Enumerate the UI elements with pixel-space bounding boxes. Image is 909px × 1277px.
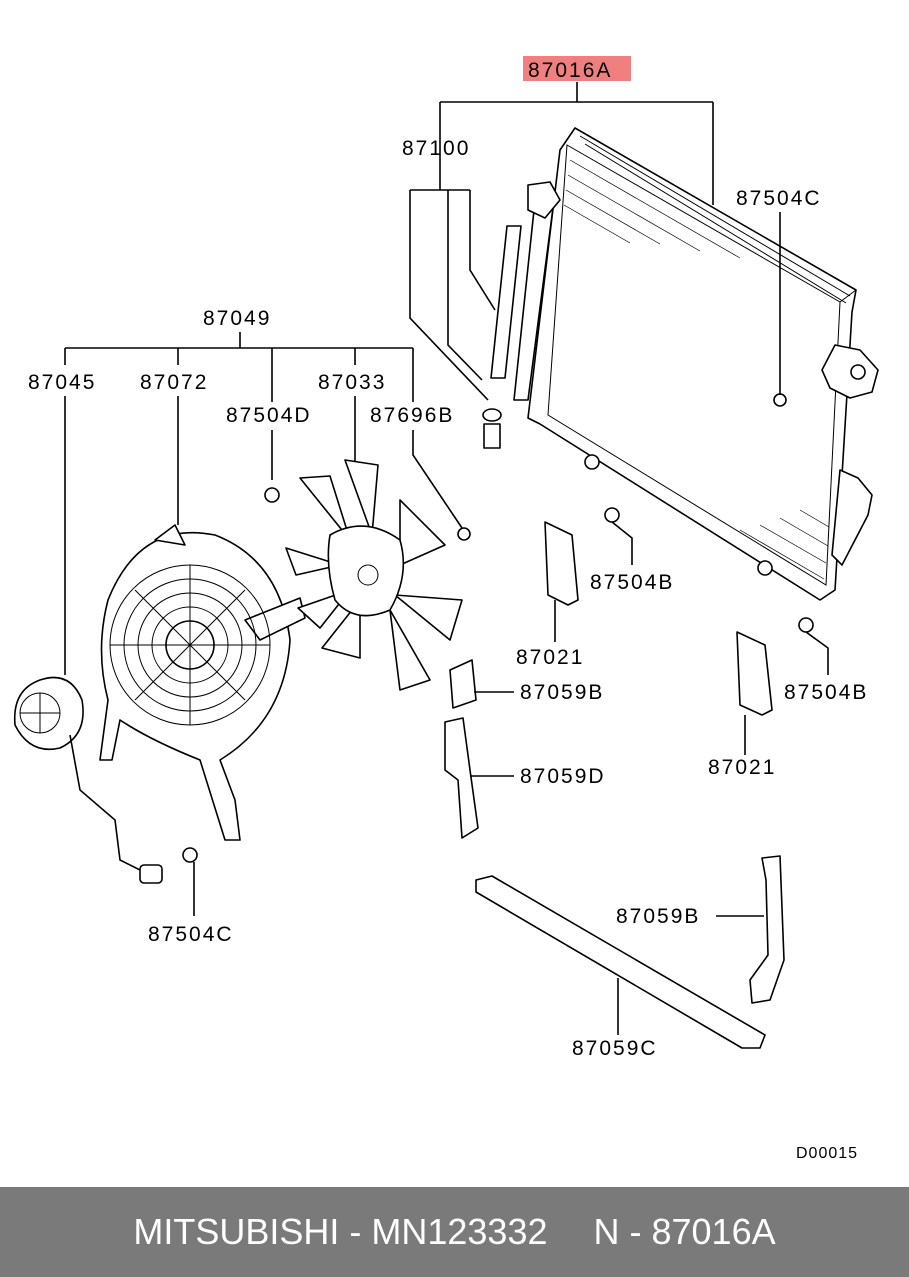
footer-ref: N - 87016A [593, 1211, 776, 1252]
label-87059B-a: 87059B [520, 681, 604, 704]
footer-bar: MITSUBISHI - MN123332 N - 87016A [0, 1187, 909, 1277]
label-87696B: 87696B [370, 404, 454, 427]
fan-shroud [99, 524, 306, 841]
seal-87059C [475, 875, 766, 1049]
leader-87049 [64, 332, 414, 402]
drawing-code: D00015 [796, 1145, 858, 1162]
main-part-highlight [523, 56, 631, 81]
label-87504C-top: 87504C [736, 187, 822, 210]
label-87045: 87045 [28, 371, 96, 394]
parts-diagram: 87016A 87100 [13, 56, 879, 1162]
seal-87059B-a [449, 659, 477, 709]
label-87049: 87049 [203, 307, 271, 330]
label-87100: 87100 [402, 137, 470, 160]
leader-87016A [439, 82, 714, 205]
screws [182, 487, 814, 863]
label-87059C: 87059C [572, 1037, 658, 1060]
label-87072: 87072 [140, 371, 208, 394]
label-87016A: 87016A [528, 59, 612, 82]
label-87021-b: 87021 [708, 756, 776, 779]
label-87504C-bottom: 87504C [148, 923, 234, 946]
bracket-87021-a [544, 521, 579, 606]
label-87504B-a: 87504B [590, 571, 674, 594]
label-87504B-b: 87504B [784, 681, 868, 704]
label-87021-a: 87021 [516, 646, 584, 669]
fan-blade [285, 459, 463, 691]
bracket-87021-b [736, 631, 773, 716]
condenser-assembly [513, 127, 879, 601]
receiver-drier [409, 189, 522, 449]
fan-motor [13, 676, 163, 884]
label-87033: 87033 [318, 371, 386, 394]
seal-87059D [444, 717, 479, 839]
seal-87059B-b [749, 855, 785, 1004]
label-87504D: 87504D [226, 404, 312, 427]
label-87059D: 87059D [520, 765, 606, 788]
label-87059B-b: 87059B [616, 905, 700, 928]
footer-brand-part: MITSUBISHI - MN123332 [133, 1211, 548, 1252]
